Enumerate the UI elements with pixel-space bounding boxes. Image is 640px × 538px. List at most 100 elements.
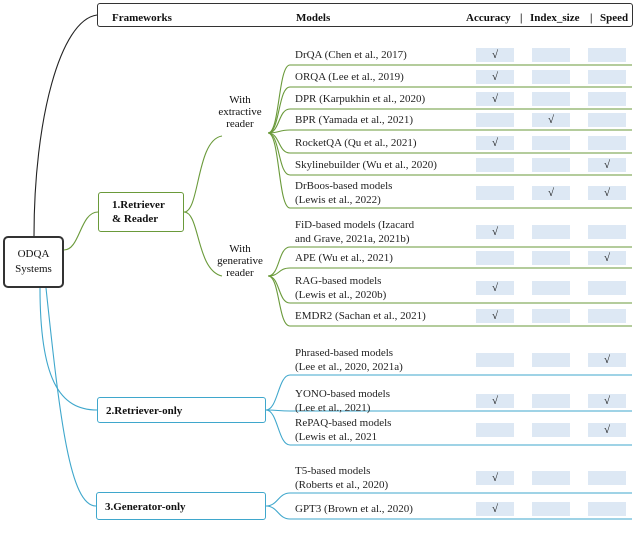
model-label-line: (Roberts et al., 2020) (295, 479, 389, 491)
speed-cell: √ (588, 186, 626, 200)
branch-line (267, 246, 632, 277)
model-label: EMDR2 (Sachan et al., 2021) (295, 309, 426, 323)
accuracy-cell: √ (476, 136, 514, 150)
reader-to-generative-line (183, 211, 223, 277)
speed-cell (588, 136, 626, 150)
speed-cell (588, 225, 626, 239)
root-label-line: Systems (15, 263, 52, 275)
header-separator: | (590, 12, 593, 24)
model-label-line: ORQA (Lee et al., 2019) (295, 71, 404, 83)
accuracy-cell: √ (476, 471, 514, 485)
model-label: T5-based models(Roberts et al., 2020) (295, 464, 388, 492)
accuracy-cell: √ (476, 225, 514, 239)
speed-cell: √ (588, 394, 626, 408)
framework-label: 2.Retriever-only (106, 405, 183, 417)
speed-cell: √ (588, 158, 626, 172)
index-size-cell (532, 70, 570, 84)
model-label-line: RePAQ-based models (295, 417, 392, 429)
subgroup-generative-reader: With generative reader (210, 243, 270, 279)
speed-cell (588, 70, 626, 84)
model-label: Phrased-based models(Lee et al., 2020, 2… (295, 346, 403, 374)
speed-cell (588, 309, 626, 323)
accuracy-cell: √ (476, 281, 514, 295)
framework-label-line: 1.Retriever (112, 199, 165, 211)
model-label-line: RAG-based models (295, 275, 382, 287)
root-to-header-line (33, 14, 98, 237)
branch-line (265, 409, 632, 446)
accuracy-cell (476, 423, 514, 437)
model-label-line: EMDR2 (Sachan et al., 2021) (295, 310, 426, 322)
model-label: Skylinebuilder (Wu et al., 2020) (295, 158, 437, 172)
model-label-line: FiD-based models (Izacard (295, 219, 415, 231)
branch-line (265, 374, 632, 411)
accuracy-cell: √ (476, 48, 514, 62)
model-label-line: (Lee et al., 2021) (295, 402, 371, 414)
branch-line (267, 132, 632, 176)
root-to-retriever-only-line (39, 287, 98, 411)
framework-node-retriever-reader: 1.Retriever & Reader (98, 192, 184, 232)
root-node-odqa-systems: ODQA Systems (3, 236, 64, 288)
model-label-line: Phrased-based models (295, 347, 394, 359)
accuracy-cell (476, 186, 514, 200)
framework-node-generator-only: 3.Generator-only (96, 492, 266, 520)
model-label: RePAQ-based models(Lewis et al., 2021 (295, 416, 391, 444)
model-label: DPR (Karpukhin et al., 2020) (295, 92, 425, 106)
model-label-line: APE (Wu et al., 2021) (295, 252, 393, 264)
branch-line (267, 108, 632, 134)
branch-line (267, 129, 632, 134)
accuracy-cell (476, 113, 514, 127)
accuracy-cell: √ (476, 394, 514, 408)
subgroup-label-line: With (229, 94, 251, 106)
accuracy-cell: √ (476, 70, 514, 84)
index-size-cell: √ (532, 186, 570, 200)
accuracy-cell: √ (476, 92, 514, 106)
speed-column-header: Speed (600, 12, 629, 24)
index-size-cell (532, 251, 570, 265)
model-label-line: (Lewis et al., 2020b) (295, 289, 387, 301)
model-label-line: (Lewis et al., 2022) (295, 194, 381, 206)
branch-line (267, 267, 632, 277)
branch-line (265, 492, 632, 507)
framework-label-line: & Reader (112, 213, 159, 225)
accuracy-cell: √ (476, 309, 514, 323)
subgroup-extractive-reader: With extractive reader (210, 94, 270, 130)
model-label: BPR (Yamada et al., 2021) (295, 113, 413, 127)
subgroup-label-line: reader (226, 267, 254, 279)
model-label: DrQA (Chen et al., 2017) (295, 48, 407, 62)
model-label: YONO-based models (Lee et al., 2021) (295, 387, 390, 415)
root-to-generator-only-line (45, 287, 97, 507)
index-size-cell (532, 423, 570, 437)
model-label: RocketQA (Qu et al., 2021) (295, 136, 417, 150)
reader-to-extractive-line (183, 135, 223, 213)
frameworks-column-header: Frameworks (112, 12, 172, 24)
column-header-bar: Frameworks Models Accuracy | Index_size … (97, 3, 633, 27)
index-size-cell (532, 92, 570, 106)
speed-cell (588, 502, 626, 516)
index-size-cell (532, 471, 570, 485)
branch-line (265, 505, 632, 520)
framework-node-retriever-only: 2.Retriever-only (97, 397, 266, 423)
speed-cell: √ (588, 423, 626, 437)
index-size-cell (532, 281, 570, 295)
model-label: DrBoos-based models(Lewis et al., 2022) (295, 179, 392, 207)
model-label: RAG-based models (Lewis et al., 2020b) (295, 274, 386, 302)
subgroup-label-line: extractive (218, 106, 262, 118)
branch-line (267, 275, 632, 327)
model-label: GPT3 (Brown et al., 2020) (295, 502, 413, 516)
index-size-cell (532, 48, 570, 62)
header-separator: | (520, 12, 523, 24)
model-label-line: Skylinebuilder (Wu et al., 2020) (295, 159, 437, 171)
speed-cell: √ (588, 353, 626, 367)
accuracy-cell (476, 158, 514, 172)
models-column-header: Models (296, 12, 331, 24)
speed-cell: √ (588, 251, 626, 265)
accuracy-column-header: Accuracy (466, 12, 511, 24)
index-size-cell (532, 136, 570, 150)
index-size-cell (532, 158, 570, 172)
branch-line (267, 86, 632, 134)
model-label-line: DPR (Karpukhin et al., 2020) (295, 93, 426, 105)
model-label-line: YONO-based models (295, 388, 391, 400)
model-label-line: and Grave, 2021a, 2021b) (295, 233, 410, 245)
speed-cell (588, 48, 626, 62)
model-label-line: DrQA (Chen et al., 2017) (295, 49, 407, 61)
